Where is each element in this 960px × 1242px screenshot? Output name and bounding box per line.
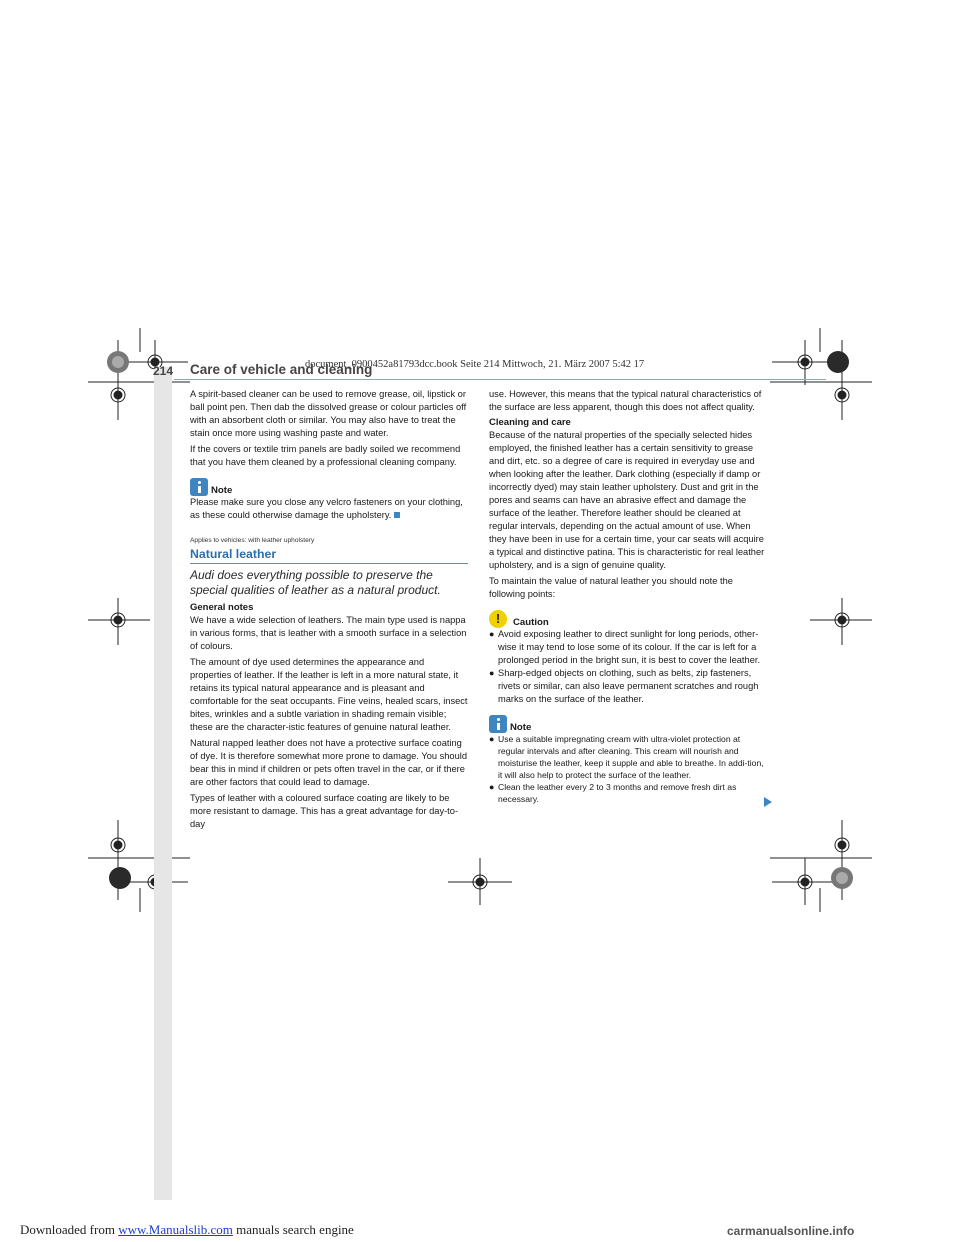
page-number: 214 xyxy=(152,364,174,378)
header-rule xyxy=(174,379,826,380)
info-icon xyxy=(489,715,507,733)
note-bullet: ● Clean the leather every 2 to 3 months … xyxy=(489,782,737,804)
bullet-glyph: ● xyxy=(489,734,495,744)
end-of-section-mark xyxy=(394,512,401,518)
note-text: Please make sure you close any velcro fa… xyxy=(190,497,463,520)
note-bullet: ● Use a suitable impregnating cream with… xyxy=(489,734,764,780)
note-block: Note ● Use a suitable impregnating cream… xyxy=(489,713,767,805)
info-icon xyxy=(190,478,208,496)
caution-block: ! Caution ● Avoid exposing leather to di… xyxy=(489,608,767,706)
note-block: Note Please make sure you close any velc… xyxy=(190,476,468,522)
paragraph: The amount of dye used determines the ap… xyxy=(190,657,468,732)
section-intro: Audi does everything possible to preserv… xyxy=(190,568,441,597)
bullet-glyph: ● xyxy=(489,629,495,639)
continue-arrow-icon xyxy=(764,797,772,807)
section-heading: Natural leather xyxy=(190,547,277,561)
right-column: use. However, this means that the typica… xyxy=(489,388,767,805)
note-label: Note xyxy=(510,722,532,733)
download-footer: Downloaded from www.Manualslib.com manua… xyxy=(20,1222,354,1237)
left-column: A spirit-based cleaner can be used to re… xyxy=(190,388,468,834)
section-rule xyxy=(190,563,468,564)
caution-bullet: ● Avoid exposing leather to direct sunli… xyxy=(489,629,761,665)
chapter-title: Care of vehicle and cleaning xyxy=(190,362,373,377)
paragraph: Because of the natural properties of the… xyxy=(489,430,765,570)
paragraph: If the covers or textile trim panels are… xyxy=(190,444,461,467)
applies-to-label: Applies to vehicles: with leather uphols… xyxy=(190,537,315,544)
paragraph: To maintain the value of natural leather… xyxy=(489,576,733,599)
paragraph: A spirit-based cleaner can be used to re… xyxy=(190,389,467,438)
caution-icon: ! xyxy=(489,610,507,628)
book-info-line: document_0900452a81793dcc.book Seite 214… xyxy=(305,359,645,370)
note-header: Note xyxy=(489,713,767,733)
subheading: General notes xyxy=(190,602,254,613)
paragraph: Natural napped leather does not have a p… xyxy=(190,738,468,787)
caution-header: ! Caution xyxy=(489,608,767,628)
bullet-glyph: ● xyxy=(489,782,495,792)
paragraph: use. However, this means that the typica… xyxy=(489,389,762,412)
bullet-glyph: ● xyxy=(489,668,495,678)
manualslib-link[interactable]: www.Manualslib.com xyxy=(118,1222,233,1237)
paragraph: Types of leather with a coloured surface… xyxy=(190,793,459,829)
subheading: Cleaning and care xyxy=(489,417,571,428)
paragraph: We have a wide selection of leathers. Th… xyxy=(190,615,467,651)
caution-label: Caution xyxy=(513,617,549,628)
caution-bullet: ● Sharp-edged objects on clothing, such … xyxy=(489,668,759,704)
note-label: Note xyxy=(211,485,233,496)
watermark-text: carmanualsonline.info xyxy=(727,1224,855,1238)
page-tab xyxy=(154,367,172,1200)
note-header: Note xyxy=(190,476,468,496)
